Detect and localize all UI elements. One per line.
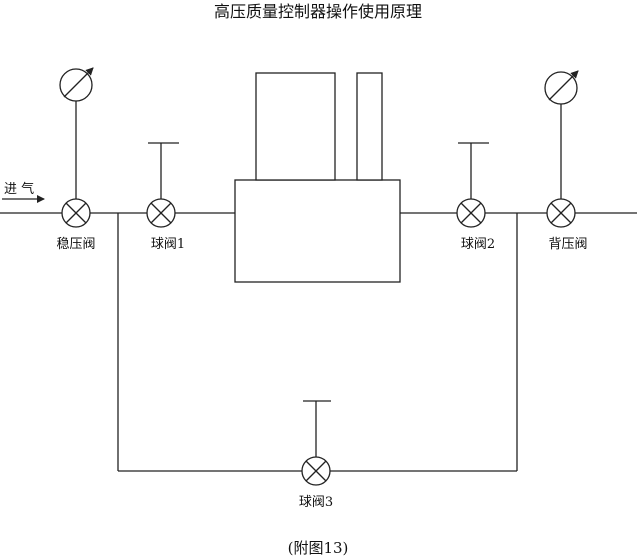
ball-valve-3: 球阀3 [299, 456, 333, 510]
inlet-label: 进 气 [4, 181, 34, 197]
mass-flow-controller [234, 72, 401, 283]
bypass-pipe [117, 213, 518, 472]
ball-valve-2: 球阀2 [456, 198, 495, 252]
gauge-needle-icon [548, 70, 579, 101]
diagram-title: 高压质量控制器操作使用原理 [214, 2, 422, 21]
ball-valve-3-label: 球阀3 [299, 495, 333, 510]
regulator-valve: 稳压阀 [56, 198, 96, 252]
figure-caption: (附图13) [288, 539, 349, 557]
ball-valve-1: 球阀1 [146, 198, 185, 252]
controller-body [234, 179, 401, 283]
controller-module-small [356, 72, 383, 181]
ball-valve-2-label: 球阀2 [461, 237, 495, 252]
ball-valve-1-label: 球阀1 [151, 237, 185, 252]
inlet: 进 气 [2, 181, 45, 203]
pressure-gauge-right [544, 70, 579, 199]
back-pressure-valve-label: 背压阀 [548, 237, 587, 252]
gauge-needle-icon [63, 67, 94, 98]
valve-handles [148, 142, 489, 457]
pressure-gauge-left [59, 67, 94, 199]
back-pressure-valve: 背压阀 [546, 198, 588, 252]
regulator-valve-label: 稳压阀 [56, 236, 95, 252]
controller-module-large [255, 72, 336, 181]
